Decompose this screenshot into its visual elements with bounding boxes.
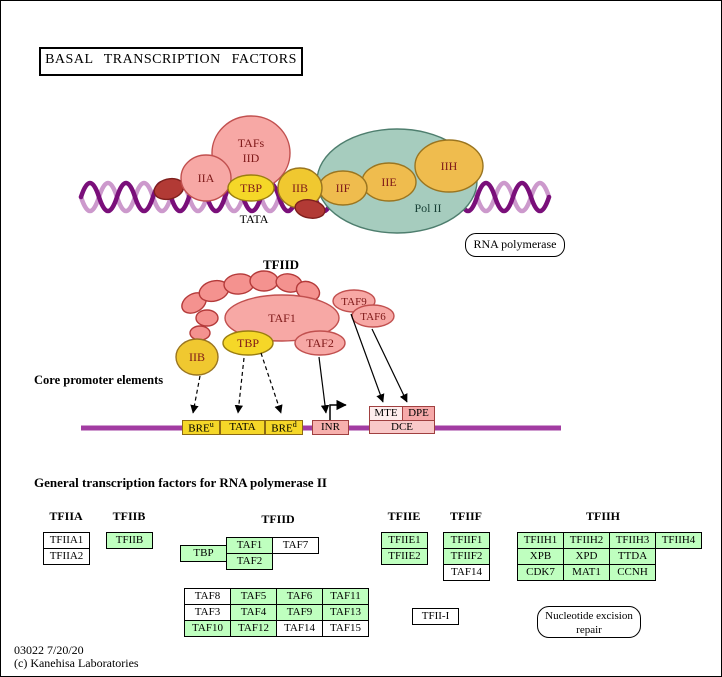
gene-box-taf14-tfiif[interactable]: TAF14 [443,564,490,581]
gene-box-taf2[interactable]: TAF2 [226,553,273,570]
promoter-dpe-box: DPE [402,406,435,421]
arrow-taf6-dpe [371,328,408,403]
gene-box-mat1[interactable]: MAT1 [563,564,610,581]
gene-box-tfiif1[interactable]: TFIIF1 [443,532,490,549]
gene-box-ccnh[interactable]: CCNH [609,564,656,581]
gene-box-taf4[interactable]: TAF4 [230,604,277,621]
gene-box-taf13[interactable]: TAF13 [322,604,369,621]
gene-box-tfiie2[interactable]: TFIIE2 [381,548,428,565]
promoter-mte-box: MTE [369,406,403,421]
gene-box-taf5[interactable]: TAF5 [230,588,277,605]
gene-box-taf11[interactable]: TAF11 [322,588,369,605]
gene-box-ttda[interactable]: TTDA [609,548,656,565]
tbp-label-mid: TBP [237,336,259,350]
taf6-label: TAF6 [360,311,386,323]
gene-box-taf7[interactable]: TAF7 [272,537,319,554]
group-header-tfiia: TFIIA [49,509,83,523]
map-id-date: 03022 7/20/20 [14,643,84,657]
promoter-dce-box: DCE [369,420,435,434]
group-header-tfiif: TFIIF [449,509,482,523]
tafs-label: TAFs [238,136,265,150]
tbp-label-top: TBP [240,181,262,195]
gene-box-tfiih1[interactable]: TFIIH1 [517,532,564,549]
gene-box-tfii-i[interactable]: TFII-I [412,608,459,625]
gene-box-tfiif2[interactable]: TFIIF2 [443,548,490,565]
gene-box-tfiih3[interactable]: TFIIH3 [609,532,656,549]
taf9-label: TAF9 [341,296,367,308]
gene-box-taf3[interactable]: TAF3 [184,604,231,621]
gene-box-taf10[interactable]: TAF10 [184,620,231,637]
iib-label-top: IIB [292,181,308,195]
section-header: General transcription factors for RNA po… [34,475,327,490]
gene-box-taf14[interactable]: TAF14 [276,620,323,637]
taf2-label: TAF2 [306,336,334,350]
iid-label: IID [243,151,260,165]
promoter-inr-box: INR [312,420,349,435]
gene-box-tbp[interactable]: TBP [180,545,227,562]
pathway-title-box[interactable]: BASAL TRANSCRIPTION FACTORS [39,47,303,76]
promoter-breu-box: BREu [182,420,220,435]
tbp-ellipse-mid [222,330,274,356]
group-header-tfiib: TFIIB [112,509,146,523]
group-header-tfiid: TFIID [261,512,295,526]
taf2-ellipse [294,330,346,356]
arrow-tbp-tata [234,357,245,414]
gene-box-taf9[interactable]: TAF9 [276,604,323,621]
pol-ii-label: Pol II [415,201,442,215]
gene-box-taf15[interactable]: TAF15 [322,620,369,637]
gene-box-cdk7[interactable]: CDK7 [517,564,564,581]
gene-box-taf8[interactable]: TAF8 [184,588,231,605]
nucleotide-excision-repair-link-box[interactable]: Nucleotide excision repair [537,606,641,638]
gene-box-taf6[interactable]: TAF6 [276,588,323,605]
arrow-tbp-bred [260,352,283,414]
iib-label-mid: IIB [189,350,205,364]
tfiia-ellipse [180,154,232,202]
iia-label: IIA [198,171,215,185]
gene-box-tfiih2[interactable]: TFIIH2 [563,532,610,549]
tbp-ellipse-top [227,174,275,202]
group-header-tfiie: TFIIE [387,509,421,523]
taf1-ellipse [224,294,340,342]
transcription-start-arrow [329,399,347,420]
group-header-tfiih: TFIIH [585,509,620,523]
iib-ellipse-mid [175,338,219,376]
gene-box-xpd[interactable]: XPD [563,548,610,565]
promoter-bred-box: BREd [265,420,303,435]
dna-bound-protein-right [294,199,326,219]
tata-dna-label: TATA [239,212,269,226]
gene-box-tfiia2[interactable]: TFIIA2 [43,548,90,565]
gene-box-tfiib[interactable]: TFIIB [106,532,153,549]
core-promoter-elements-label: Core promoter elements [34,373,164,387]
iif-label: IIF [336,181,351,195]
gene-box-xpb[interactable]: XPB [517,548,564,565]
arrow-iib-breu [190,375,201,414]
arrow-taf2-inr [318,356,330,414]
tfiid-blob-cluster [181,270,321,341]
gene-box-tfiia1[interactable]: TFIIA1 [43,532,90,549]
taf1-label: TAF1 [268,311,296,325]
gene-box-tfiih4[interactable]: TFIIH4 [655,532,702,549]
iih-label: IIH [441,159,458,173]
promoter-tata-box: TATA [220,420,265,435]
gene-box-tfiie1[interactable]: TFIIE1 [381,532,428,549]
rna-polymerase-link-box[interactable]: RNA polymerase [465,233,565,257]
iie-label: IIE [381,175,396,189]
arrow-taf9-mte [350,313,385,403]
copyright: (c) Kanehisa Laboratories [14,656,139,670]
tfiih-ellipse [414,139,484,193]
gene-box-taf1[interactable]: TAF1 [226,537,273,554]
tfiid-complex-title: TFIID [262,257,300,272]
gene-box-taf12[interactable]: TAF12 [230,620,277,637]
